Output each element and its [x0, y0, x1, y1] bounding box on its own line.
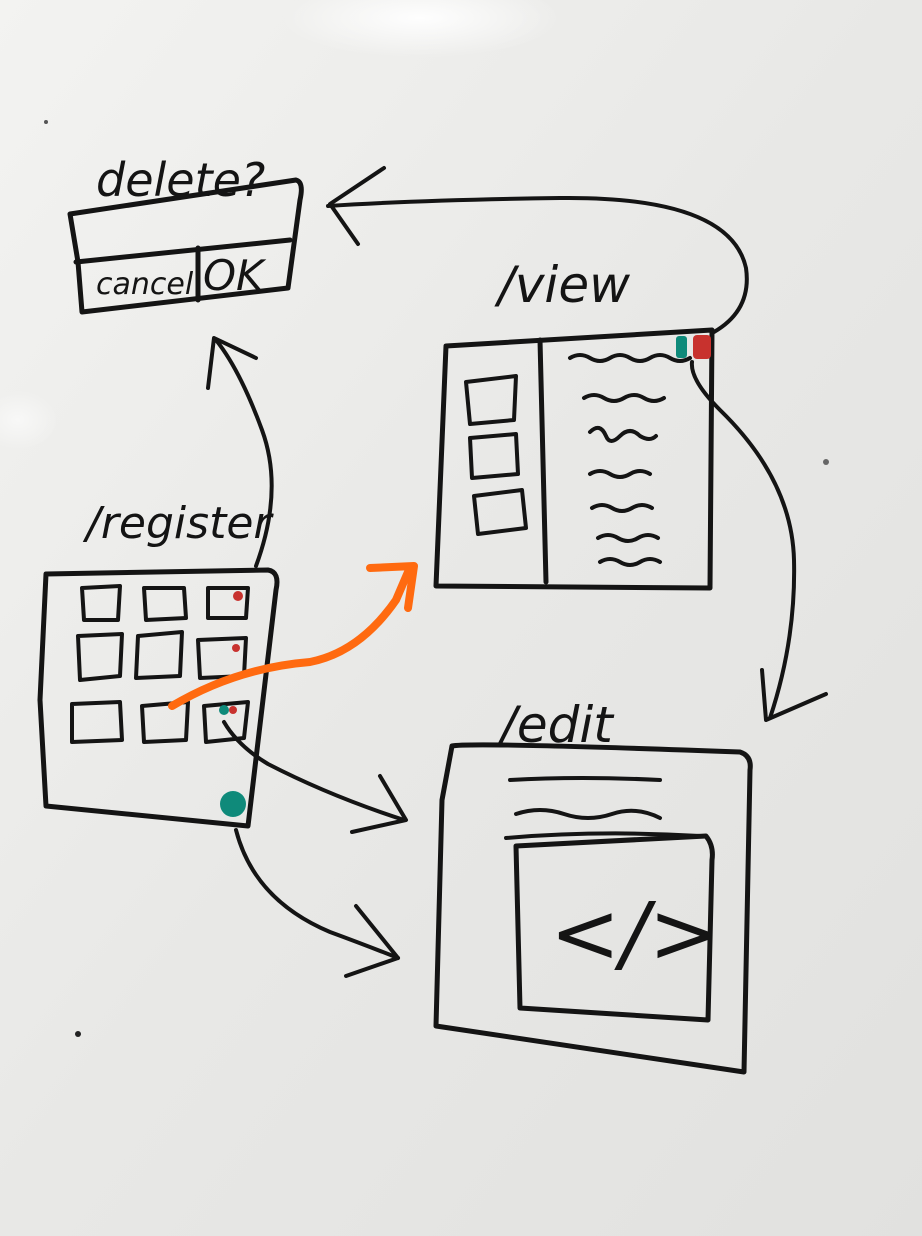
- edit-screen: /edit </>: [433, 696, 753, 1075]
- register-screen-frame: [37, 567, 280, 829]
- view-text-line: [568, 353, 692, 363]
- view-text-line: [590, 503, 654, 513]
- view-thumbnail: [468, 432, 520, 480]
- view-text-line: [582, 393, 666, 403]
- arrow-register-to-delete: [214, 338, 274, 568]
- delete-dialog-divider: [73, 237, 293, 265]
- edit-screen-frame: [433, 742, 753, 1075]
- arrowhead: [206, 336, 258, 390]
- register-tile[interactable]: [80, 584, 122, 622]
- view-text-line: [588, 469, 652, 479]
- arrowhead: [350, 774, 408, 834]
- delete-dialog-frame: [67, 177, 304, 315]
- arrow-view-to-delete: [326, 195, 749, 334]
- red-marker-dot: [229, 706, 237, 714]
- stray-mark: [823, 459, 829, 465]
- arrowhead: [328, 166, 386, 246]
- register-tile[interactable]: [202, 700, 250, 744]
- cancel-button-label: cancel: [96, 267, 194, 302]
- arrow-register-to-edit-1: [222, 720, 406, 822]
- arrow-view-to-edit: [689, 360, 797, 720]
- edit-subtitle-line: [514, 808, 662, 820]
- teal-marker-dot: [219, 705, 229, 715]
- red-marker-dot: [232, 644, 240, 652]
- cancel-button[interactable]: cancel: [96, 267, 194, 302]
- view-screen-frame: [433, 327, 715, 591]
- red-marker-dot: [233, 591, 243, 601]
- register-screen: /register: [37, 498, 280, 829]
- register-tile[interactable]: [142, 586, 188, 622]
- code-glyph: </>: [550, 884, 719, 982]
- arrow-register-to-view: [168, 568, 412, 710]
- view-screen-title: /view: [494, 256, 630, 314]
- view-text-line: [598, 557, 662, 567]
- register-tile[interactable]: [70, 700, 124, 744]
- stray-mark: [44, 120, 48, 124]
- teal-add-button[interactable]: [220, 791, 246, 817]
- red-action-icon[interactable]: [693, 335, 711, 359]
- view-screen: /view: [433, 256, 715, 591]
- ok-button[interactable]: OK: [203, 251, 267, 300]
- code-editor-box[interactable]: [513, 833, 715, 1023]
- view-thumbnail: [472, 488, 528, 536]
- teal-action-icon[interactable]: [676, 336, 687, 358]
- view-text-line: [596, 533, 660, 543]
- view-text-line: [588, 425, 658, 443]
- edit-divider-line: [504, 831, 702, 840]
- stray-mark: [75, 1031, 81, 1037]
- register-screen-title: /register: [82, 498, 274, 549]
- view-thumbnail: [464, 374, 518, 426]
- arrow-register-to-edit-2: [234, 828, 400, 960]
- arrowhead: [344, 904, 400, 978]
- arrowhead: [760, 668, 828, 722]
- register-tile[interactable]: [76, 632, 124, 682]
- ok-button-label: OK: [203, 251, 267, 300]
- flow-arrows: [168, 166, 828, 978]
- view-sidebar-divider: [537, 337, 549, 585]
- register-tile[interactable]: [206, 586, 250, 620]
- edit-title-line: [508, 776, 662, 782]
- light-glare: [280, 0, 560, 58]
- delete-dialog: delete? cancel OK: [67, 153, 304, 315]
- arrowhead-orange: [366, 562, 418, 612]
- register-tile[interactable]: [134, 630, 184, 680]
- light-glare-small: [0, 390, 58, 450]
